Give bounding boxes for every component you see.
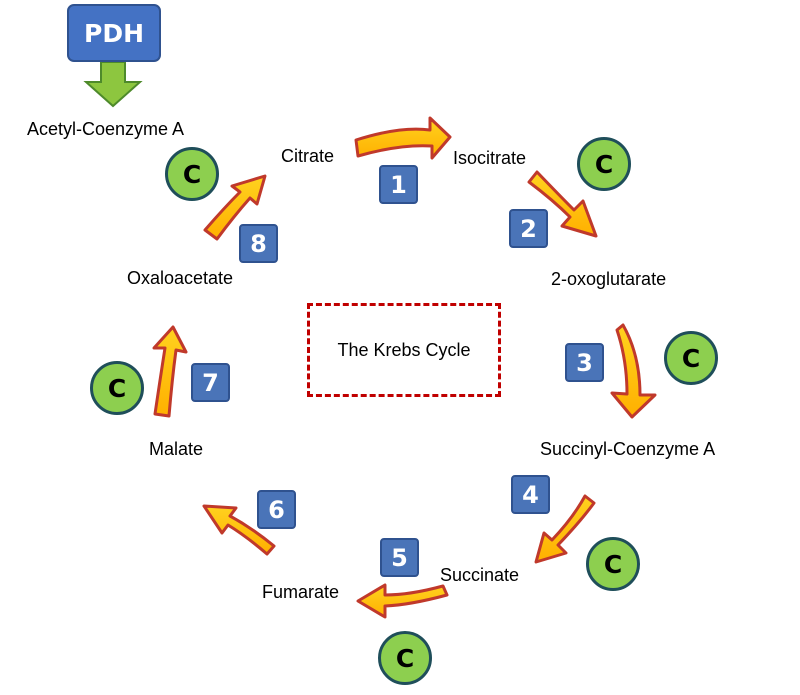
step-badge-8: 8	[239, 224, 278, 263]
arrow-step-8	[203, 174, 267, 241]
arrow-step-6	[202, 504, 276, 556]
step-badge-6: 6	[257, 490, 296, 529]
pdh-down-arrow	[83, 61, 143, 108]
carbon-marker-isocitrate: C	[577, 137, 631, 191]
step-badge-3: 3	[565, 343, 604, 382]
label-fumarate: Fumarate	[262, 582, 340, 602]
label-oxaloacetate: Oxaloacetate	[127, 268, 234, 288]
carbon-marker-succinate: C	[586, 537, 640, 591]
arrow-step-5	[356, 583, 449, 619]
pdh-enzyme-box: PDH	[67, 4, 161, 62]
carbon-marker-oxoglutarate: C	[664, 331, 718, 385]
label-succinate: Succinate	[440, 565, 520, 585]
label-2-oxoglutarate: 2-oxoglutarate	[551, 269, 667, 289]
carbon-marker-fumarate: C	[378, 631, 432, 685]
diagram-title: The Krebs Cycle	[337, 339, 471, 360]
step-badge-5: 5	[380, 538, 419, 577]
carbon-marker-malate: C	[90, 361, 144, 415]
arrow-step-3	[610, 323, 657, 419]
arrow-step-4	[534, 494, 596, 564]
step-badge-7: 7	[191, 363, 230, 402]
step-badge-4: 4	[511, 475, 550, 514]
step-badge-2: 2	[509, 209, 548, 248]
label-isocitrate: Isocitrate	[453, 148, 527, 168]
label-citrate: Citrate	[281, 146, 335, 166]
arrow-step-1	[354, 116, 452, 160]
label-acetyl-coa: Acetyl-Coenzyme A	[27, 119, 185, 139]
arrow-step-2	[527, 170, 598, 238]
title-box: The Krebs Cycle	[307, 303, 501, 397]
step-badge-1: 1	[379, 165, 418, 204]
label-succinyl-coa: Succinyl-Coenzyme A	[540, 439, 716, 459]
carbon-marker-acetyl: C	[165, 147, 219, 201]
arrow-step-7	[152, 325, 188, 418]
label-malate: Malate	[149, 439, 204, 459]
